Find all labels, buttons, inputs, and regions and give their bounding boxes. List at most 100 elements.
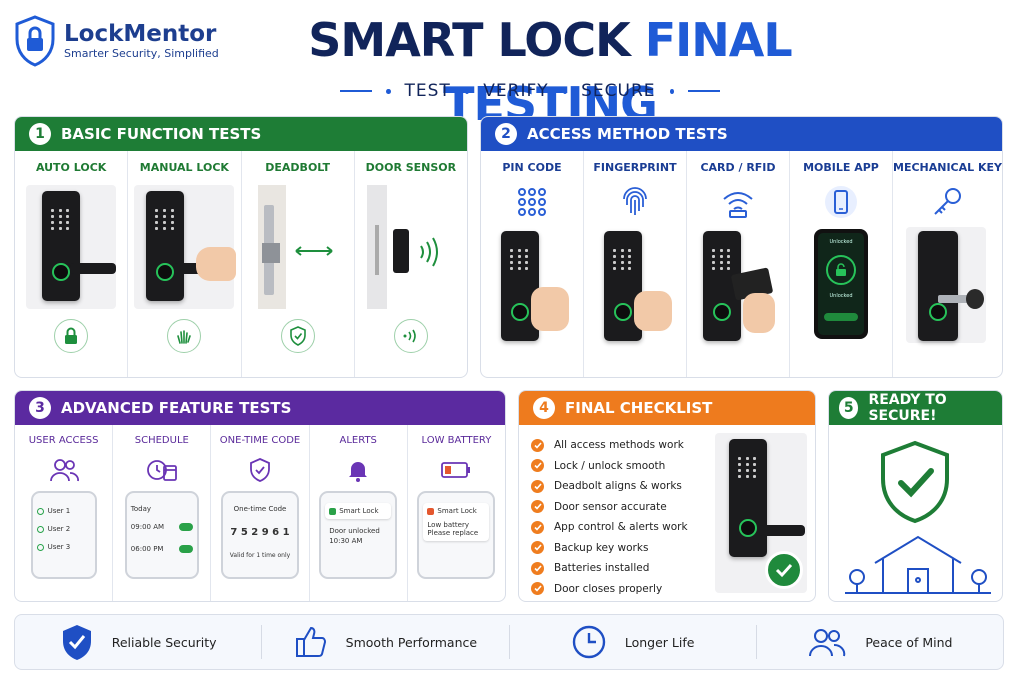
basic-function-panel: 1 BASIC FUNCTION TESTS AUTO LOCK MANUAL … [14, 116, 468, 378]
test-pin-code: PIN CODE [481, 151, 584, 377]
lock-illustration [715, 433, 807, 593]
fingerprint-icon [623, 187, 647, 215]
test-mobile-app: MOBILE APP Unlocked Unlocked [790, 151, 893, 377]
wifi-card-icon [723, 192, 753, 218]
bullet [562, 88, 568, 94]
feature-label: SCHEDULE [134, 435, 189, 446]
benefit-reliable-security: Reliable Security [15, 625, 263, 660]
bell-icon [349, 462, 368, 482]
unlock-button[interactable] [824, 313, 858, 321]
double-arrow-icon [295, 246, 333, 256]
benefit-longer-life: Longer Life [510, 625, 757, 659]
test-label: FINGERPRINT [593, 161, 677, 174]
section-title: READY TO SECURE! [868, 392, 947, 424]
section-number: 3 [29, 397, 51, 419]
section-title: BASIC FUNCTION TESTS [61, 125, 262, 143]
otc-label: One-time Code [233, 505, 287, 513]
feature-label: ALERTS [339, 435, 377, 446]
check-icon [531, 561, 544, 575]
notification-card[interactable]: Smart Lock [325, 503, 392, 519]
benefit-label: Peace of Mind [865, 634, 953, 650]
section-number: 2 [495, 123, 517, 145]
notification-card[interactable]: Smart Lock Low battery Please replace [423, 503, 490, 541]
subtitle: TEST VERIFY SECURE [340, 78, 721, 104]
bullet [386, 88, 391, 94]
checklist-item: Deadbolt aligns & works [531, 476, 815, 497]
lock-icon [54, 319, 89, 353]
panel-header: 4 FINAL CHECKLIST [519, 391, 815, 425]
user-row[interactable]: User 3 [36, 543, 91, 551]
user-row[interactable]: User 2 [36, 525, 91, 533]
check-icon [531, 500, 544, 514]
battery-screen: Smart Lock Low battery Please replace [417, 491, 496, 579]
user-list-screen: User 1 User 2 User 3 [30, 491, 97, 579]
test-door-sensor: DOOR SENSOR [355, 151, 467, 377]
key-illustration [902, 227, 992, 345]
app-icon [427, 507, 435, 515]
benefit-label: Reliable Security [111, 634, 217, 650]
feature-label: ONE-TIME CODE [219, 435, 301, 446]
app-status: Unlocked [829, 293, 853, 299]
test-label: DOOR SENSOR [365, 161, 457, 174]
benefit-smooth-performance: Smooth Performance [262, 625, 510, 659]
title-part1: SMART LOCK [308, 13, 630, 67]
battery-instruction: Please replace [427, 529, 479, 537]
keypad-icon [518, 188, 546, 216]
otc-screen: One-time Code 7 5 2 9 6 1 Valid for 1 ti… [221, 491, 299, 579]
subtitle-item: VERIFY [483, 81, 549, 101]
ready-panel: 5 READY TO SECURE! [828, 390, 1003, 602]
brand-tagline: Smarter Security, Simplified [64, 47, 219, 60]
divider [340, 90, 373, 92]
test-label: CARD / RFID [700, 161, 776, 174]
test-mechanical-key: MECHANICAL KEY [893, 151, 1002, 377]
section-title: ACCESS METHOD TESTS [527, 125, 728, 143]
divider [687, 90, 721, 92]
notification-app: Smart Lock [437, 507, 477, 515]
checkmark-icon [765, 551, 803, 589]
calendar-clock-icon [146, 460, 177, 481]
subtitle-item: SECURE [581, 81, 656, 101]
shield-check-icon [280, 319, 315, 353]
check-icon [531, 459, 544, 473]
smartphone-icon [825, 186, 857, 218]
schedule-day: Today [130, 505, 152, 513]
benefits-bar: Reliable Security Smooth Performance Lon… [14, 614, 1004, 670]
schedule-row: 09:00 AM [131, 523, 193, 531]
unlocked-icon [826, 255, 856, 285]
feature-one-time-code: ONE-TIME CODE One-time Code 7 5 2 9 6 1 … [211, 425, 310, 601]
toggle-switch[interactable] [178, 545, 193, 553]
test-manual-lock: MANUAL LOCK [128, 151, 242, 377]
alert-message: Door unlocked [329, 527, 380, 535]
low-battery-icon [441, 462, 471, 478]
checklist-item: Batteries installed [531, 558, 815, 579]
advanced-feature-panel: 3 ADVANCED FEATURE TESTS USER ACCESS Use… [14, 390, 506, 602]
otc-note: Valid for 1 time only [229, 552, 291, 559]
panel-header: 1 BASIC FUNCTION TESTS [15, 117, 467, 151]
checklist-item: Backup key works [531, 538, 815, 559]
feature-label: LOW BATTERY [421, 435, 492, 446]
bullet [464, 88, 470, 94]
otc-code: 7 5 2 9 6 1 [230, 527, 290, 538]
checklist-item: Lock / unlock smooth [531, 456, 815, 477]
schedule-row: 06:00 PM [131, 545, 193, 553]
section-number: 4 [533, 397, 555, 419]
benefit-peace-of-mind: Peace of Mind [757, 625, 1003, 659]
app-icon [329, 507, 337, 515]
checklist-item: All access methods work [531, 435, 815, 456]
section-number: 5 [839, 397, 859, 419]
checklist-text: Backup key works [554, 541, 649, 554]
sensor-illustration [361, 185, 461, 309]
checklist-text: Door closes properly [554, 582, 663, 595]
brand-logo: LockMentor Smarter Security, Simplified [14, 12, 234, 70]
benefit-label: Longer Life [624, 634, 695, 650]
test-label: AUTO LOCK [35, 161, 107, 174]
toggle-switch[interactable] [178, 523, 193, 531]
checklist-text: Deadbolt aligns & works [554, 480, 682, 493]
user-row[interactable]: User 1 [36, 507, 91, 515]
feature-schedule: SCHEDULE Today 09:00 AM 06:00 PM [113, 425, 212, 601]
test-label: MOBILE APP [803, 161, 879, 174]
subtitle-item: TEST [404, 81, 451, 101]
checklist-text: Lock / unlock smooth [554, 459, 666, 472]
test-label: PIN CODE [502, 161, 562, 174]
